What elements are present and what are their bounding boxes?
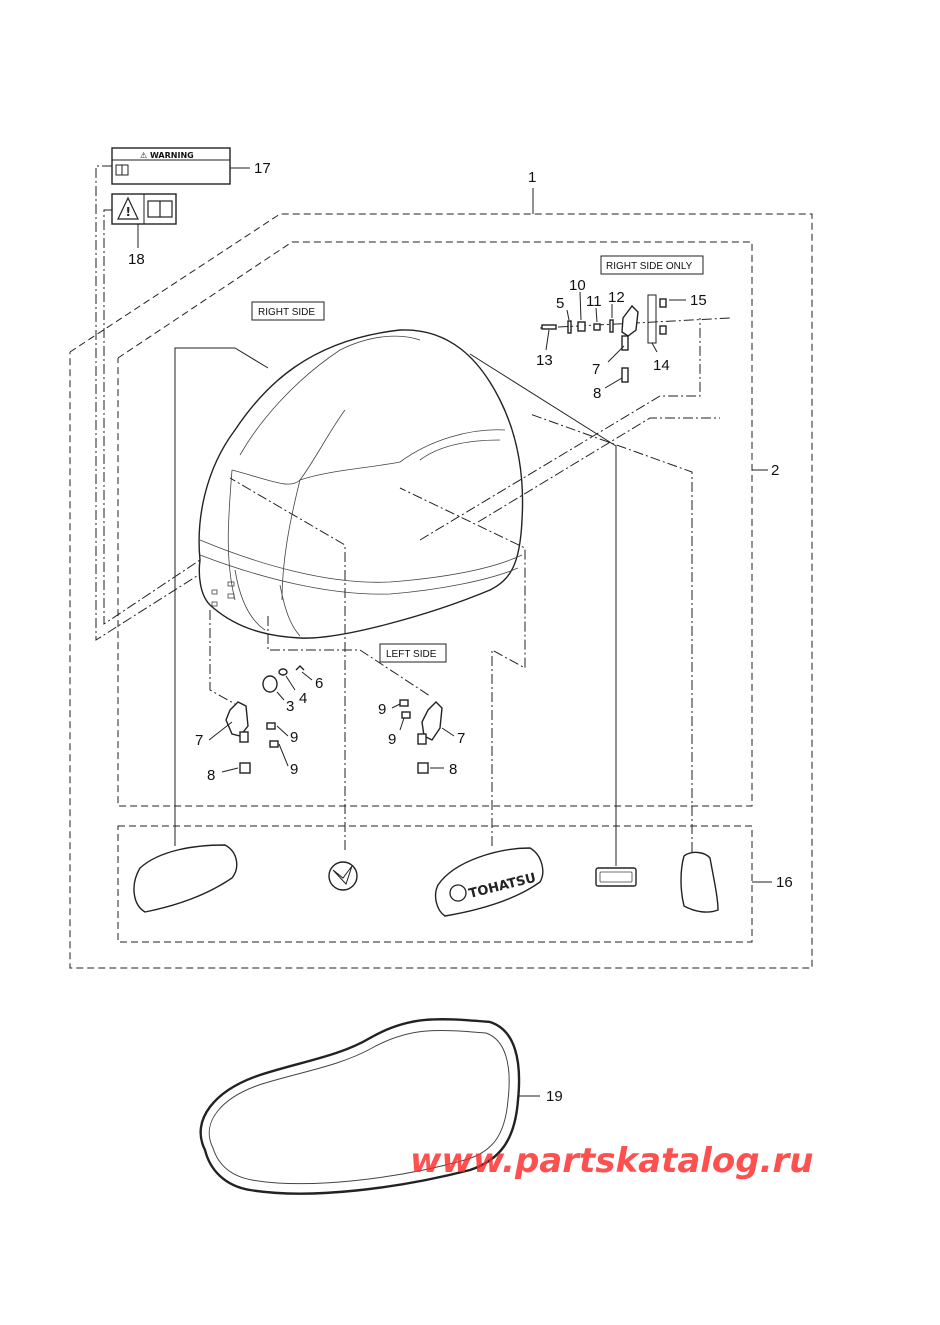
decal-leader-a — [174, 347, 269, 846]
warning-text: ⚠ WARNING — [140, 151, 194, 160]
warning-label-18: ! — [111, 193, 177, 225]
book-icon — [115, 164, 129, 176]
bracket-leader-right — [209, 610, 236, 705]
hardware-cluster-right-only — [539, 294, 731, 383]
callout-8-right-side: 8 — [207, 767, 215, 784]
hardware-cluster-left — [399, 699, 443, 774]
engine-cover — [198, 329, 524, 639]
decal-leader-e — [529, 413, 693, 852]
callout-4: 4 — [299, 690, 307, 707]
callout-19: 19 — [546, 1088, 563, 1105]
hardware-cluster-right — [225, 665, 305, 774]
callout-15: 15 — [690, 292, 707, 309]
callout-9-b: 9 — [290, 761, 298, 778]
right-side-only-leader-2 — [477, 417, 720, 523]
callout-2: 2 — [771, 462, 779, 479]
left-side-label: LEFT SIDE — [386, 649, 437, 660]
decal-leader-d — [469, 353, 617, 866]
right-side-only-box — [600, 255, 704, 275]
callout-10: 10 — [569, 277, 586, 294]
right-side-box — [251, 301, 325, 321]
callout-6: 6 — [315, 675, 323, 692]
callout-3: 3 — [286, 698, 294, 715]
caution-triangle-icon: ! — [117, 196, 139, 220]
callout-7-right-only: 7 — [592, 361, 600, 378]
callout-9-c: 9 — [378, 701, 386, 718]
callout-8-right-only: 8 — [593, 385, 601, 402]
callout-8-left-side: 8 — [449, 761, 457, 778]
right-side-only-leader — [419, 318, 701, 541]
decal-small-rectangle — [595, 867, 637, 887]
callout-1: 1 — [528, 169, 536, 186]
label-18-leader — [103, 209, 201, 625]
warning-label-17: ⚠ WARNING — [111, 147, 231, 185]
callout-7-left-side: 7 — [457, 730, 465, 747]
assembly-2-boundary — [117, 241, 753, 807]
watermark: www.partskatalog.ru — [410, 1141, 814, 1181]
callout-9-d: 9 — [388, 731, 396, 748]
assembly-1-boundary — [69, 213, 813, 969]
callout-9-a: 9 — [290, 729, 298, 746]
left-side-box — [379, 643, 447, 663]
bracket-leader-left — [267, 616, 431, 697]
svg-text:!: ! — [126, 205, 131, 219]
callout-17: 17 — [254, 160, 271, 177]
callout-18: 18 — [128, 251, 145, 268]
decal-leader-c — [399, 487, 526, 846]
decal-side-stripe — [133, 844, 238, 913]
callout-5: 5 — [556, 295, 564, 312]
callout-leaders — [137, 167, 772, 1097]
callout-16: 16 — [776, 874, 793, 891]
decal-corner — [680, 851, 719, 913]
cover-seal-19 — [199, 1018, 521, 1195]
book-icon — [147, 200, 173, 218]
callout-12: 12 — [608, 289, 625, 306]
decal-set-16-boundary — [117, 825, 753, 943]
callout-7-right-side: 7 — [195, 732, 203, 749]
right-side-only-label: RIGHT SIDE ONLY — [606, 261, 693, 272]
right-side-label: RIGHT SIDE — [258, 307, 315, 318]
decal-logo-emblem — [328, 861, 358, 891]
callout-13: 13 — [536, 352, 553, 369]
label-17-leader — [95, 165, 201, 641]
callout-11: 11 — [586, 293, 602, 310]
callout-14: 14 — [653, 357, 670, 374]
decal-tohatsu-brand: TOHATSU — [434, 847, 544, 917]
